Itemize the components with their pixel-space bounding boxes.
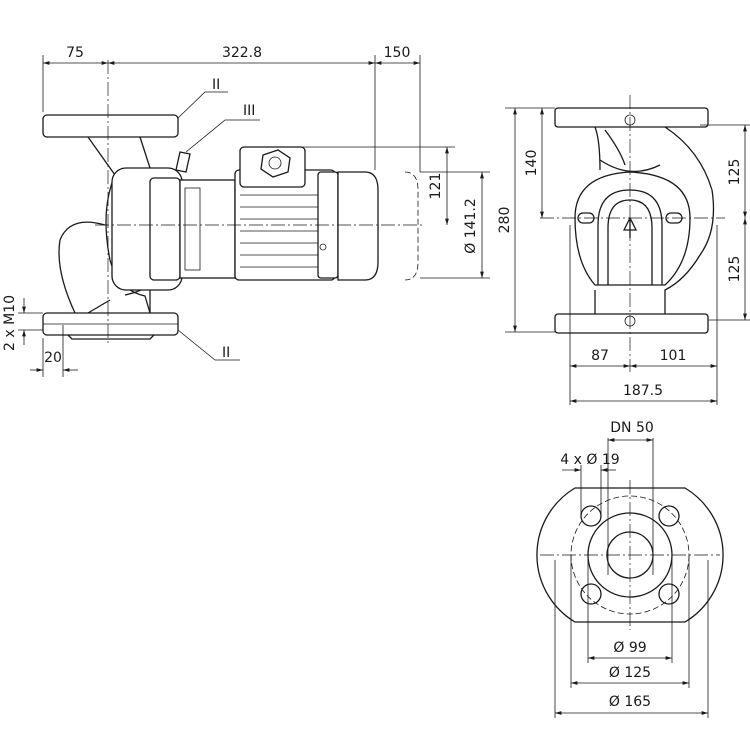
vent-screw (175, 151, 191, 173)
dim-87: 87 (591, 348, 609, 364)
bolt-hole (658, 505, 680, 527)
dim-121: 121 (428, 173, 444, 200)
dim-75: 75 (66, 45, 84, 61)
dim-280: 280 (497, 207, 513, 234)
front-bottom-flange (554, 313, 709, 334)
front-view: 280 140 125 125 87 101 187.5 (497, 95, 750, 405)
label-III: III (243, 103, 255, 119)
dim-187-5: 187.5 (623, 383, 663, 399)
top-flange (42, 114, 179, 138)
front-top-flange (554, 107, 709, 128)
dim-125-bottom: 125 (727, 256, 743, 283)
flange-view: DN 50 4 x Ø 19 Ø 99 Ø 125 Ø 165 (536, 420, 724, 718)
dim-322-8: 322.8 (222, 45, 262, 61)
dim-140: 140 (524, 150, 540, 177)
label-II-bottom: II (222, 345, 230, 361)
bolt-hole (658, 583, 680, 605)
dim-150: 150 (384, 45, 411, 61)
dim-dn50: DN 50 (610, 420, 654, 436)
dim-bolt-holes: 4 x Ø 19 (560, 452, 619, 468)
dim-diameter-141-2: Ø 141.2 (463, 198, 479, 254)
dim-diameter-165: Ø 165 (609, 694, 651, 710)
dim-diameter-99: Ø 99 (613, 640, 646, 656)
dim-20: 20 (44, 350, 62, 366)
dim-101: 101 (660, 348, 687, 364)
dim-125-top: 125 (727, 159, 743, 186)
fan-cover (337, 171, 379, 281)
side-view: 75 322.8 150 II III II 121 Ø 141.2 2 x M… (2, 45, 490, 377)
dim-2x-m10: 2 x M10 (2, 295, 18, 351)
dim-diameter-125: Ø 125 (609, 665, 651, 681)
bolt-hole (580, 583, 602, 605)
volute (574, 171, 691, 286)
label-II-top: II (212, 77, 220, 93)
